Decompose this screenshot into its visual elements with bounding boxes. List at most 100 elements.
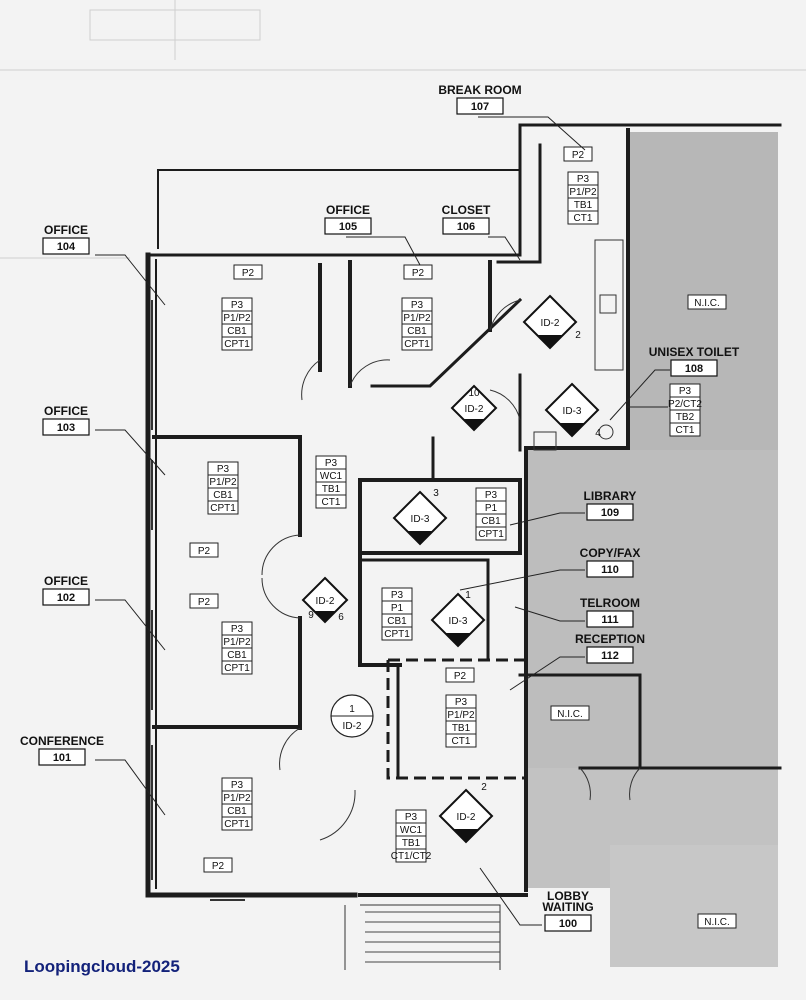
detail-tag-t4: ID-3 3 — [392, 488, 448, 546]
room-name: CONFERENCE — [20, 734, 104, 748]
finish-code: P3 — [485, 490, 498, 501]
finish-code: P3 — [577, 174, 590, 185]
room-name: CLOSET — [442, 203, 491, 217]
room-number: 103 — [57, 422, 75, 434]
room-name: BREAK ROOM — [438, 83, 521, 97]
nic-label-1: N.I.C. — [694, 298, 720, 309]
finish-code: P1/P2 — [447, 710, 475, 721]
finish-code: CB1 — [213, 490, 233, 501]
room-name: OFFICE — [44, 223, 88, 237]
finish-code: P3 — [679, 386, 692, 397]
detail-tag-text: ID-3 — [449, 616, 468, 627]
background-lines — [0, 0, 806, 259]
wall-label: P2 — [198, 597, 211, 608]
watermark: Loopingcloud-2025 — [24, 957, 180, 976]
finish-code: CPT1 — [224, 339, 250, 350]
detail-tag-number: 6 — [338, 612, 344, 623]
detail-tag-text: ID-2 — [465, 404, 484, 415]
detail-tag-number: 10 — [468, 388, 480, 399]
wall-label: P2 — [198, 546, 211, 557]
reception-dashed-outline — [386, 658, 526, 780]
detail-tag-t3: ID-34 — [544, 382, 601, 439]
nic-labels: N.I.C. N.I.C. N.I.C. — [550, 294, 737, 929]
finish-code: CPT1 — [224, 819, 250, 830]
room-name: TELROOM — [580, 596, 640, 610]
finish-code: TB1 — [574, 200, 593, 211]
stairs — [365, 911, 500, 963]
finish-code: CB1 — [387, 616, 407, 627]
detail-tag-text: ID-3 — [411, 514, 430, 525]
wall-label: P2 — [212, 861, 225, 872]
finish-code: P1/P2 — [223, 313, 251, 324]
finish-code: CT1/CT2 — [391, 851, 432, 862]
finish-code: CPT1 — [210, 503, 236, 514]
room-name: LOBBY — [547, 889, 589, 903]
room-number: 104 — [57, 241, 76, 253]
finish-code: P3 — [217, 464, 230, 475]
finish-code: TB2 — [676, 412, 695, 423]
room-number: 100 — [559, 918, 577, 930]
room-number: 107 — [471, 101, 489, 113]
room-number: 112 — [601, 650, 619, 662]
finish-code: CB1 — [227, 650, 247, 661]
finish-code: CPT1 — [478, 529, 504, 540]
room-name: LIBRARY — [584, 489, 637, 503]
finish-code: P3 — [231, 780, 244, 791]
detail-tag-number: 3 — [433, 488, 439, 499]
finish-code: CT1 — [452, 736, 471, 747]
section-tag-bottom: ID-2 — [343, 721, 362, 732]
detail-tag-t7: ID-2 2 — [438, 782, 494, 844]
finish-code: TB1 — [452, 723, 471, 734]
detail-tag-text: ID-2 — [457, 812, 476, 823]
finish-code: TB1 — [322, 484, 341, 495]
detail-tag-t1: ID-22 — [522, 294, 581, 350]
doors — [261, 299, 641, 841]
finish-code: P3 — [231, 624, 244, 635]
room-labels: BREAK ROOM107OFFICE105CLOSET106OFFICE104… — [20, 83, 740, 932]
finish-code: P3 — [411, 300, 424, 311]
finish-code: CPT1 — [404, 339, 430, 350]
walls — [145, 123, 782, 970]
break-room-fixtures — [533, 239, 624, 451]
room-number: 108 — [685, 363, 703, 375]
nic-areas — [526, 132, 778, 967]
room-number: 110 — [601, 564, 619, 576]
finish-code: P3 — [391, 590, 404, 601]
finish-code: P1/P2 — [223, 637, 251, 648]
finish-code: CB1 — [227, 806, 247, 817]
wall-labels: P2 P2 P2 P2 P2 P2 P2 — [189, 146, 593, 873]
detail-tag-number: 2 — [575, 330, 581, 341]
room-number: 106 — [457, 221, 475, 233]
room-name: UNISEX TOILET — [649, 345, 740, 359]
finish-code: P1/P2 — [403, 313, 431, 324]
wall-label: P2 — [454, 671, 467, 682]
finish-code: P1/P2 — [569, 187, 597, 198]
finish-code: WC1 — [400, 825, 423, 836]
finish-code: CB1 — [481, 516, 501, 527]
finish-code: P3 — [231, 300, 244, 311]
detail-tag-number: 2 — [481, 782, 487, 793]
finish-code: CT1 — [676, 425, 695, 436]
nic-label-3: N.I.C. — [704, 917, 730, 928]
room-label-break-room: BREAK ROOM 107 — [438, 83, 522, 115]
finish-code: P2/CT2 — [668, 399, 702, 410]
detail-tag-text: ID-2 — [316, 596, 335, 607]
